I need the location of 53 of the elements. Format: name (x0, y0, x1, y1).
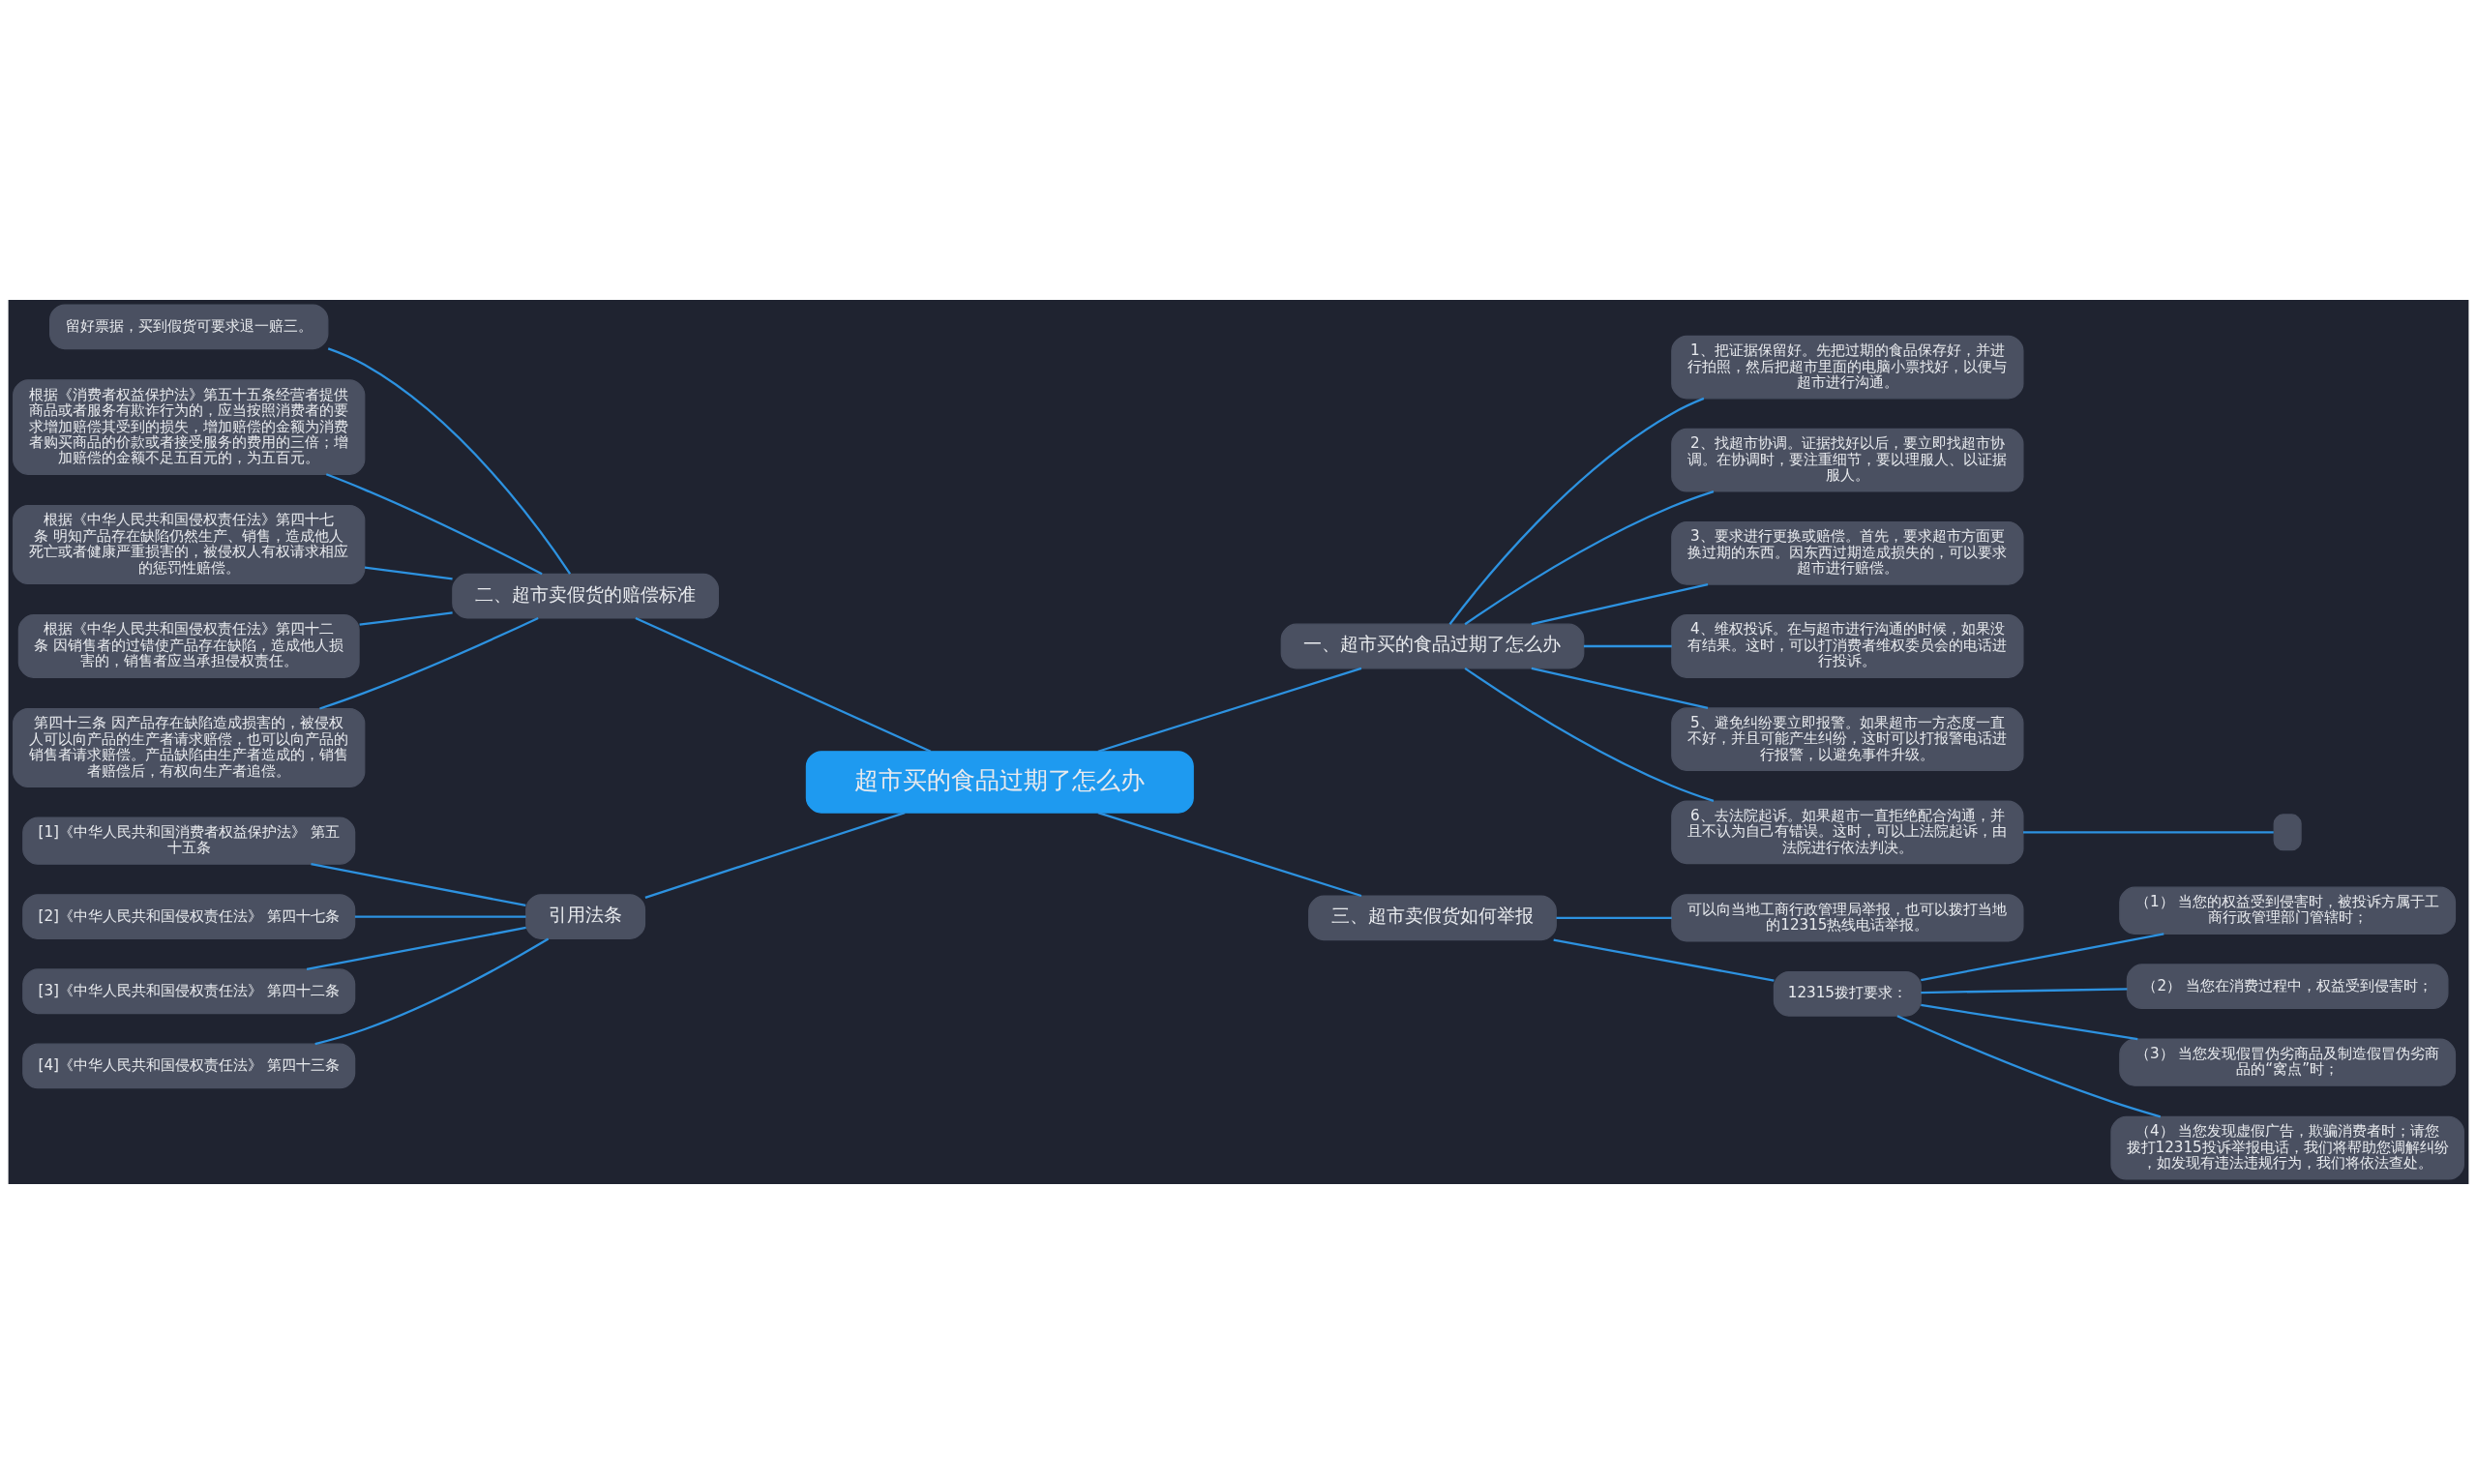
node-box: 1、把证据保留好。先把过期的食品保存好，并进行拍照，然后把超市里面的电脑小票找好，以便与超市进行沟通。 (1671, 335, 2024, 400)
node-box: 根据《消费者权益保护法》第五十五条经营者提供商品或者服务有欺诈行为的，应当按照消费者的要求增加赔偿其受到的损失，增加赔偿的金额为消费者购买商品的价款或者接受服务的费用的三倍；增加赔偿的金额不足五百元的，为五百元。 (13, 379, 366, 475)
connector (1921, 988, 2128, 994)
node-box: 4、维权投诉。在与超市进行沟通的时候，如果没有结果。这时，可以打消费者维权委员会的电话进行投诉。 (1671, 614, 2024, 678)
connector (354, 915, 526, 918)
connector (314, 937, 550, 1046)
node-box (2273, 814, 2302, 851)
connector (319, 616, 539, 710)
node-box: [2]《中华人民共和国侵权责任法》 第四十七条 (22, 894, 356, 939)
node-box: 超市买的食品过期了怎么办 (805, 751, 1194, 814)
node-box: [4]《中华人民共和国侵权责任法》 第四十三条 (22, 1043, 356, 1089)
node-box: （4） 当您发现虚假广告，欺骗消费者时；请您拨打12315投诉举报电话，我们将帮助您调解纠纷，如发现有违法违规行为，我们将依法查处。 (2110, 1115, 2464, 1180)
node-box: 留好票据，买到假货可要求退一赔三。 (49, 304, 329, 350)
connector (311, 863, 526, 907)
node-box: 6、去法院起诉。如果超市一直拒绝配合沟通，并且不认为自己有错误。这时，可以上法院起诉，由法院进行依法判决。 (1671, 800, 2024, 865)
connector (1531, 583, 1709, 626)
node-box: （1） 当您的权益受到侵害时，被投诉方属于工商行政管理部门管辖时； (2119, 886, 2457, 935)
node-box: 12315拨打要求： (1773, 970, 1922, 1017)
connector (1097, 667, 1362, 753)
connector (1531, 667, 1709, 709)
connector (1896, 1015, 2162, 1118)
connector (1448, 397, 1705, 625)
node-box: 二、超市卖假货的赔偿标准 (452, 573, 719, 619)
node-box: 第四十三条 因产品存在缺陷造成损害的，被侵权人可以向产品的生产者请求赔偿，也可以向产品的销售者请求赔偿。产品缺陷由生产者造成的，销售者赔偿后，有权向生产者追偿。 (13, 707, 366, 788)
connector (1097, 812, 1362, 898)
connector (1464, 667, 1715, 802)
node-box: 三、超市卖假货如何举报 (1308, 895, 1557, 941)
node-box: [1]《中华人民共和国消费者权益保护法》 第五十五条 (22, 816, 356, 865)
connector (1583, 644, 1672, 648)
node-box: 一、超市买的食品过期了怎么办 (1280, 623, 1585, 669)
connector (325, 473, 543, 576)
connector (1556, 916, 1672, 919)
node-box: 引用法条 (525, 894, 646, 939)
node-box: 可以向当地工商行政管理局举报，也可以拨打当地的12315热线电话举报。 (1671, 894, 2024, 942)
node-box: （3） 当您发现假冒伪劣商品及制造假冒伪劣商品的“窝点”时； (2119, 1038, 2457, 1086)
connector (1921, 1003, 2138, 1041)
connector (635, 616, 932, 753)
connector (2023, 831, 2274, 834)
node-box: 根据《中华人民共和国侵权责任法》第四十七条 明知产品存在缺陷仍然生产、销售，造成他人死亡或者健康严重损害的，被侵权人有权请求相应的惩罚性赔偿。 (13, 504, 366, 585)
node-box: （2） 当您在消费过程中，权益受到侵害时； (2126, 964, 2449, 1010)
node-box: 2、找超市协调。证据找好以后，要立即找超市协调。在协调时，要注重细节，要以理服人、以证据服人。 (1671, 428, 2024, 492)
connector (1553, 938, 1775, 982)
node-box: [3]《中华人民共和国侵权责任法》 第四十二条 (22, 968, 356, 1015)
connector (1921, 933, 2164, 982)
node-box: 根据《中华人民共和国侵权责任法》第四十二条 因销售者的过错使产品存在缺陷，造成他人损害的，销售者应当承担侵权责任。 (17, 614, 360, 678)
connector (644, 812, 906, 899)
connector (306, 926, 526, 971)
node-box: 3、要求进行更换或赔偿。首先，要求超市方面更换过期的东西。因东西过期造成损失的，可以要求超市进行赔偿。 (1671, 520, 2024, 585)
connector (327, 347, 572, 575)
connector (364, 566, 453, 580)
node-box: 5、避免纠纷要立即报警。如果超市一方态度一直不好，并且可能产生纠纷，这时可以打报警电话进行报警，以避免事件升级。 (1671, 707, 2024, 772)
connector (1464, 490, 1715, 626)
connector (359, 611, 453, 626)
